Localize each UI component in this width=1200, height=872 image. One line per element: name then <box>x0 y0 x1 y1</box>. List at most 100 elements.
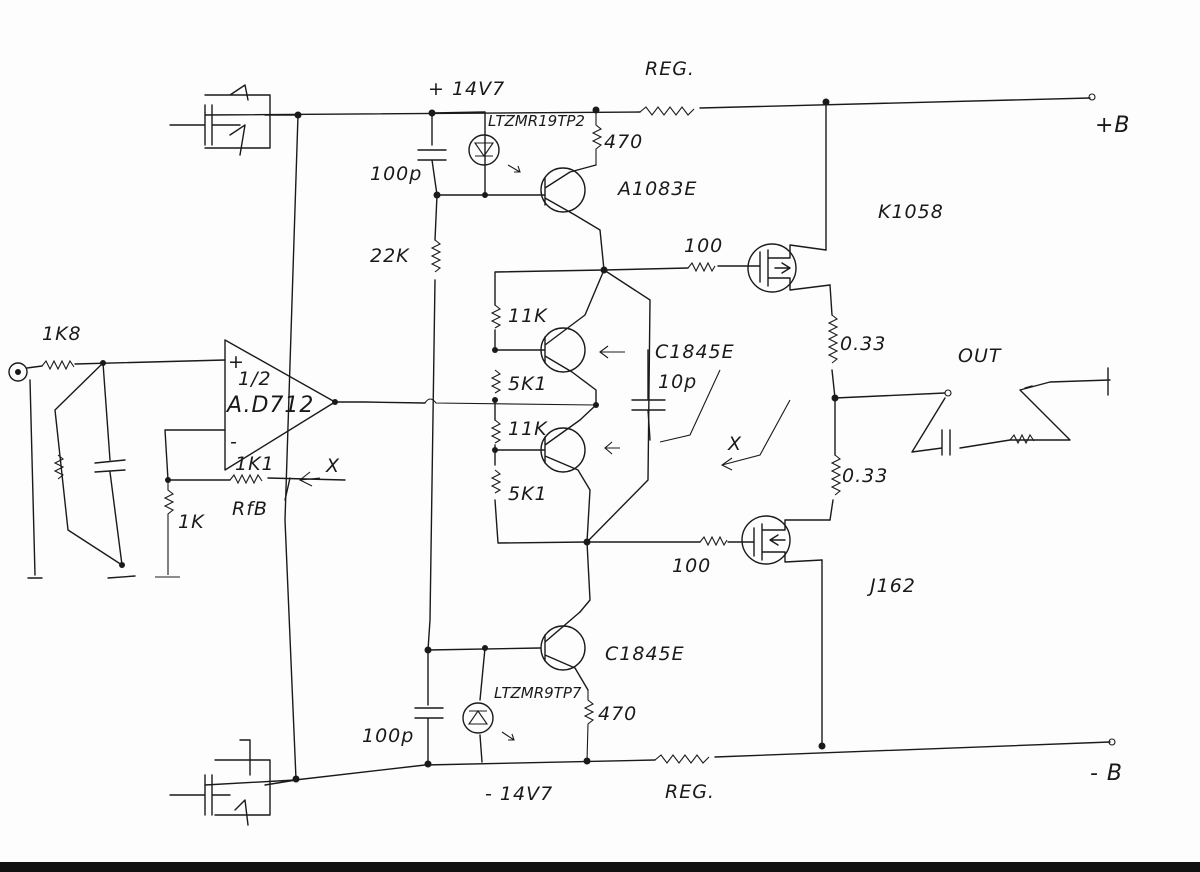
label-led-bottom: LTZMR9TP7 <box>494 684 582 702</box>
r-5k1-b-resistor <box>490 469 502 494</box>
junction-dot <box>482 192 488 198</box>
r-1k1-resistor <box>229 473 263 485</box>
mosfet-j162 <box>741 515 791 565</box>
label-rfb: RfB <box>232 498 268 520</box>
transistor-c1845e-mid <box>540 327 586 373</box>
led-top-arrow <box>507 164 521 173</box>
label-plus-b: +B <box>1095 113 1131 138</box>
r-100-bottom-resistor <box>699 535 728 547</box>
input-ground-leg <box>27 379 43 579</box>
label-plus-rail: + 14V7 <box>428 78 505 100</box>
label-r-033-top: 0.33 <box>840 333 886 355</box>
bottom-rail-wire <box>204 741 1111 786</box>
out-zobel-resistor <box>1009 433 1035 445</box>
label-r-fb: 1K1 <box>235 453 275 475</box>
label-led-top: LTZMR19TP2 <box>488 112 585 130</box>
mosfet-k1058 <box>747 243 797 293</box>
input-shunt-resistor <box>53 454 65 480</box>
label-q-top: A1083E <box>616 178 697 200</box>
out-terminal <box>944 389 952 397</box>
bottom-decoupling-block <box>169 739 297 826</box>
out-zobel-network <box>911 367 1111 456</box>
top-decoupling-block <box>169 84 299 156</box>
x-arrow-left <box>298 471 321 487</box>
label-out: OUT <box>958 345 1002 367</box>
led-bottom <box>462 702 494 734</box>
transistor-a1083e <box>540 167 586 213</box>
r-11k-b-resistor <box>490 419 502 444</box>
input-ground-symbol <box>107 575 136 579</box>
label-c-bottom: 100p <box>362 725 414 747</box>
label-c-top: 100p <box>370 163 422 185</box>
x-arrow-right <box>720 399 791 471</box>
arrow-lower <box>604 441 620 455</box>
r-1k8-resistor <box>41 359 75 371</box>
junction-dot <box>593 402 599 408</box>
label-minus-rail: - 14V7 <box>485 783 553 805</box>
label-mosfet-bottom: J162 <box>866 575 916 597</box>
input-rc-network <box>54 362 126 566</box>
label-reg-bottom: REG. <box>665 781 715 803</box>
gate-top-wire <box>603 265 749 271</box>
reg-bottom-resistor <box>654 754 710 764</box>
junction-dot <box>492 397 498 403</box>
transistor-a1083e-leads <box>544 164 605 271</box>
r-033-bottom-resistor <box>830 454 842 496</box>
bias-chain-wire <box>414 112 447 765</box>
label-opamp-half: 1/2 <box>238 368 272 390</box>
r-033-top-resistor <box>827 314 839 364</box>
label-r-470-top: 470 <box>604 131 643 153</box>
junction-dot <box>332 399 338 405</box>
label-r-5k1-b: 5K1 <box>508 483 548 505</box>
opamp-supply-line <box>284 114 299 780</box>
label-r-in: 1K8 <box>42 323 82 345</box>
bottom-transistor-branch <box>427 541 591 651</box>
label-r-100-bottom: 100 <box>672 555 711 577</box>
transistor-mid-leads <box>494 269 605 406</box>
label-x-right: X <box>727 433 742 455</box>
mosfet-j162-leads <box>741 519 831 563</box>
label-c-mid: 10p <box>658 371 697 393</box>
transistor-bottom-leads <box>544 611 589 691</box>
label-q-bottom: C1845E <box>605 643 685 665</box>
r-100-top-resistor <box>687 261 716 273</box>
label-opamp-plus: + <box>228 351 245 373</box>
r-22k-resistor <box>430 239 442 273</box>
label-r-5k1-a: 5K1 <box>508 373 548 395</box>
mosfet-k1058-leads <box>747 244 831 291</box>
scan-bottom-edge <box>0 862 1200 872</box>
r-5k1-a-resistor <box>490 369 502 394</box>
led-bottom-arrow <box>501 731 515 741</box>
r-1k-ground-resistor <box>155 480 180 578</box>
label-reg-top: REG. <box>645 58 695 80</box>
opamp-triangle <box>224 339 336 471</box>
input-jack <box>8 362 28 382</box>
input-wire <box>26 365 43 369</box>
opamp-out-crossover <box>424 398 596 406</box>
led-bottom-symbol <box>467 710 489 725</box>
arrow-mid <box>599 345 625 359</box>
c-10p-arrow <box>659 369 721 443</box>
label-opamp-minus: - <box>230 431 238 453</box>
plus-b-terminal <box>1088 93 1096 101</box>
label-r-470-bottom: 470 <box>598 703 637 725</box>
input-jack-center <box>15 369 21 375</box>
junction-dot <box>831 394 839 402</box>
input-to-opamp-wire <box>74 359 226 365</box>
label-r-22k: 22K <box>370 245 410 267</box>
top-rail-wire <box>204 97 1091 116</box>
label-r-11k-b: 11K <box>508 418 548 440</box>
label-r-033-bottom: 0.33 <box>842 465 888 487</box>
top-led-branch <box>431 111 546 196</box>
label-r-gnd: 1K <box>178 511 205 533</box>
r-470-top-resistor <box>591 110 603 165</box>
label-opamp-part: A.D712 <box>225 393 314 418</box>
bottom-led-branch <box>479 647 486 763</box>
label-r-100-top: 100 <box>684 235 723 257</box>
label-minus-b: - B <box>1090 761 1123 786</box>
r-470-bottom-resistor <box>583 690 595 762</box>
junction-dot <box>482 645 488 651</box>
reg-top-resistor <box>639 106 695 116</box>
driver-left-wire <box>494 269 605 544</box>
